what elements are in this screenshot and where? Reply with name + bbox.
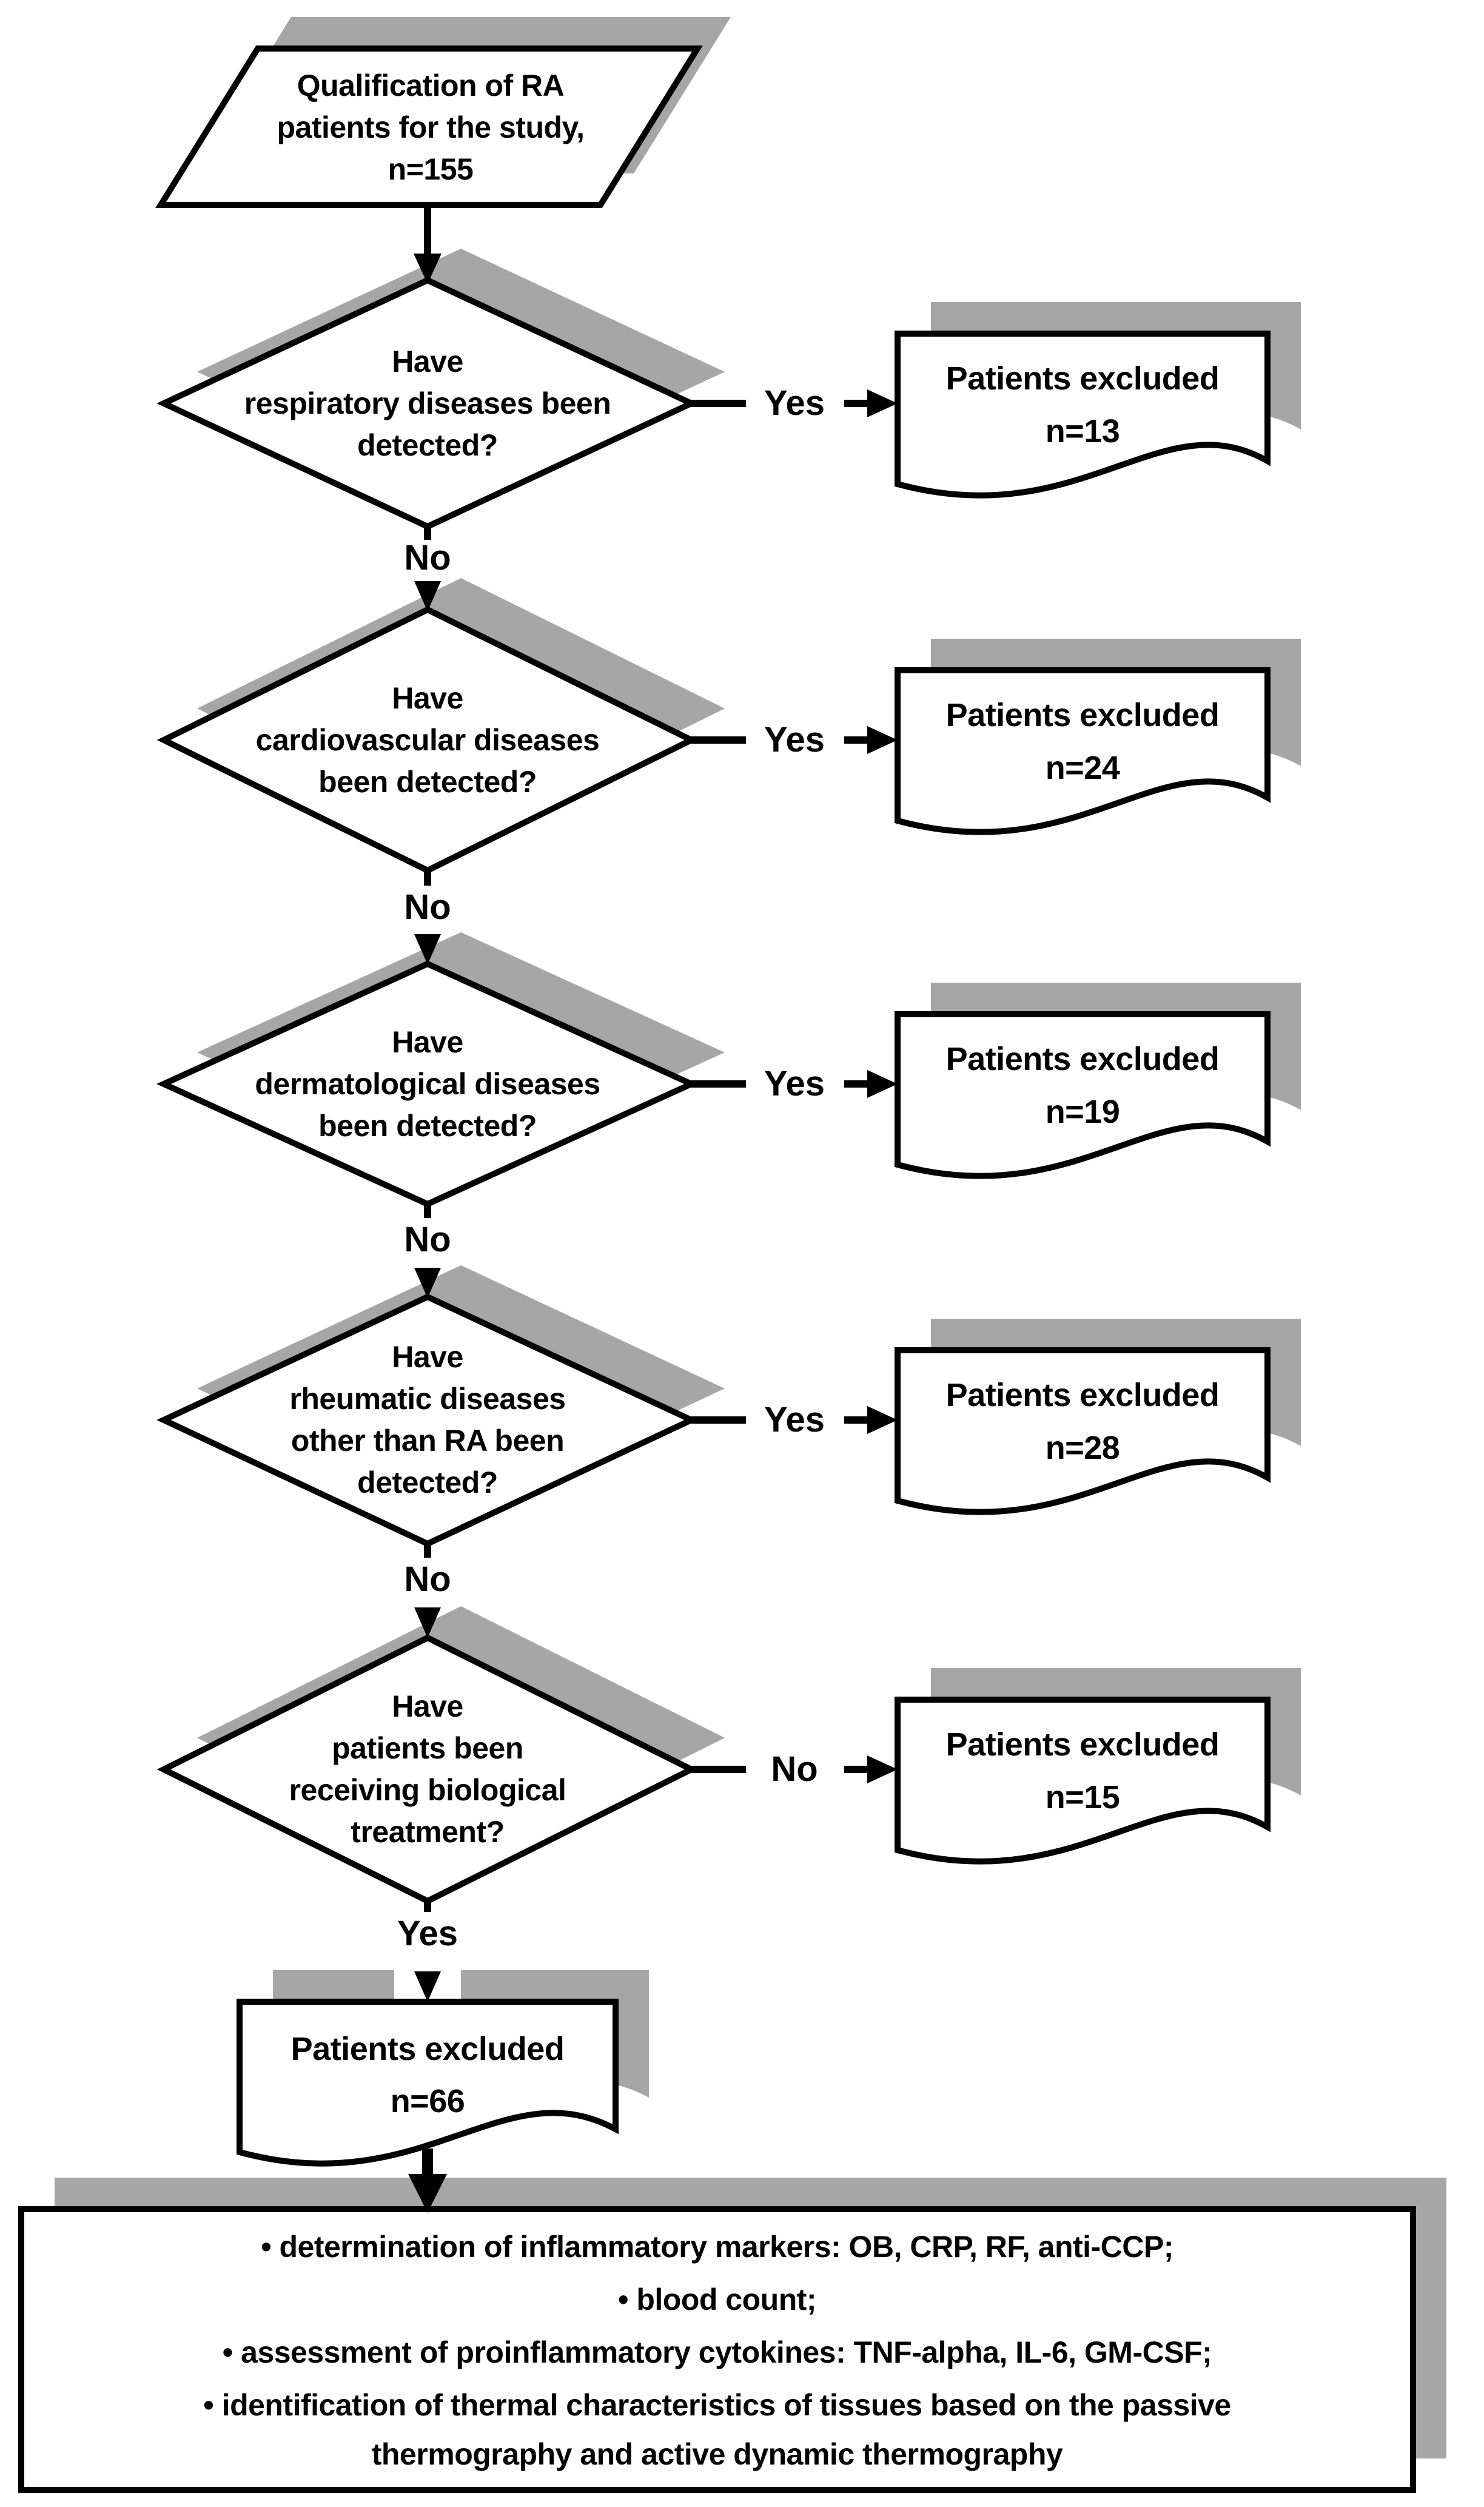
excluded-doc-3 (895, 1011, 1271, 1179)
excluded-label-4: Patients excluded n=28 (945, 1377, 1220, 1466)
decision-question-5: Have patients been receiving biological … (289, 1689, 566, 1849)
connector-layer (408, 205, 898, 2213)
excluded-label-3: Patients excluded n=19 (945, 1041, 1220, 1130)
branch-arrowhead-5 (867, 1755, 898, 1783)
excluded-doc-4 (895, 1347, 1271, 1515)
edge-label-no-2: No (404, 887, 451, 927)
decision-question-4: Have rheumatic diseases other than RA be… (289, 1340, 566, 1499)
branch-label-5: No (771, 1749, 818, 1789)
branch-arrowhead-3 (867, 1070, 898, 1098)
branch-label-1: Yes (764, 383, 825, 423)
branch-arrowhead-1 (867, 389, 898, 417)
arrowhead-final-doc (414, 1971, 441, 2002)
procedure-item-3: • assessment of proinflammatory cytokine… (222, 2335, 1212, 2369)
arrowhead-d2 (414, 581, 441, 611)
excluded-label-5: Patients excluded n=15 (945, 1726, 1220, 1815)
arrowhead-d4 (414, 1268, 441, 1298)
arrowhead-d5 (414, 1607, 441, 1638)
branch-arrowhead-2 (867, 726, 898, 754)
arrowhead-procedures (408, 2174, 447, 2213)
decision-question-3: Have dermatological diseases been detect… (255, 1025, 600, 1143)
excluded-doc-5 (895, 1697, 1271, 1865)
edge-label-no-3: No (404, 1219, 451, 1259)
excluded-label-2: Patients excluded n=24 (945, 697, 1220, 786)
branch-label-4: Yes (764, 1399, 825, 1439)
decision-question-2: Have cardiovascular diseases been detect… (255, 681, 600, 799)
start-parallelogram (155, 45, 703, 208)
branch-label-3: Yes (764, 1063, 825, 1103)
procedures-list: • determination of inflammatory markers:… (36, 2218, 1398, 2483)
edge-label-yes-5: Yes (397, 1913, 458, 1953)
shape-layer (18, 45, 1416, 2493)
arrowhead-d1 (414, 254, 442, 284)
procedure-item-2: • blood count; (617, 2282, 817, 2317)
excluded-doc-1 (895, 331, 1271, 499)
branch-label-2: Yes (764, 719, 825, 759)
arrowhead-d3 (414, 934, 441, 964)
final-excluded-label: Patients excluded n=66 (290, 2030, 565, 2119)
start-label: Qualification of RA patients for the stu… (277, 68, 585, 186)
procedure-item-4: • identification of thermal characterist… (203, 2388, 1231, 2471)
decision-question-1: Have respiratory diseases been detected? (244, 344, 611, 462)
procedures-box (18, 2206, 1416, 2493)
excluded-doc-2 (895, 667, 1271, 835)
excluded-label-1: Patients excluded n=13 (945, 360, 1220, 449)
edge-label-no-1: No (404, 537, 451, 577)
edge-label-no-4: No (404, 1559, 451, 1599)
procedure-item-1: • determination of inflammatory markers:… (261, 2229, 1173, 2264)
excluded-doc-final (237, 1999, 619, 2167)
branch-arrowhead-4 (867, 1406, 898, 1434)
